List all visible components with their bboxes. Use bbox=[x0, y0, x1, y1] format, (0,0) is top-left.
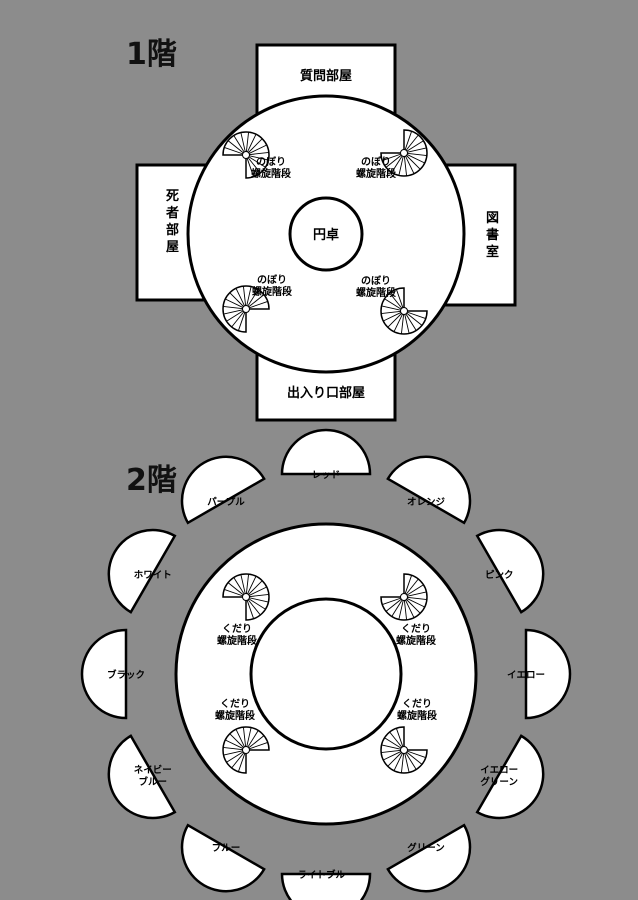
room-6[interactable]: ライトブルー bbox=[280, 869, 372, 900]
room-label-11: パープル bbox=[207, 496, 245, 508]
floor-1-stair-top-right-label: のぼり螺旋階段 bbox=[356, 155, 396, 180]
floor-1: 1階 質問部屋 死者部屋 図書室 出入り口部屋 円卓 のぼり螺旋階段のぼり螺旋階… bbox=[126, 37, 517, 422]
room-7[interactable]: ブルー bbox=[166, 823, 266, 900]
floor-2-stair-top-right[interactable] bbox=[380, 573, 428, 621]
room-label-10: ホワイト bbox=[134, 570, 172, 581]
floor-1-stair-top-right[interactable] bbox=[380, 129, 428, 177]
room-8[interactable]: ネイビーブルー bbox=[93, 734, 177, 834]
room-9[interactable]: ブラック bbox=[80, 628, 145, 720]
room-label-4: イエローグリーン bbox=[480, 765, 518, 788]
floor-2-stair-bottom-left-label: くだり螺旋階段 bbox=[215, 698, 255, 722]
floor-2-stair-bottom-right[interactable] bbox=[380, 726, 428, 774]
room-label-1: オレンジ bbox=[407, 497, 446, 508]
room-11[interactable]: パープル bbox=[166, 441, 266, 525]
room-10[interactable]: ホワイト bbox=[93, 514, 177, 614]
floor-2-stair-top-left-label: くだり螺旋階段 bbox=[217, 623, 257, 647]
floor-2-stair-bottom-right-label: くだり螺旋階段 bbox=[397, 698, 437, 722]
room-4[interactable]: イエローグリーン bbox=[475, 734, 559, 834]
room-label-8: ネイビーブルー bbox=[134, 764, 172, 788]
room-1[interactable]: オレンジ bbox=[386, 441, 486, 525]
room-label-5: グリーン bbox=[407, 842, 445, 854]
room-label-9: ブラック bbox=[107, 669, 145, 681]
room-label-3: イエロー bbox=[507, 670, 545, 681]
room-0[interactable]: レッド bbox=[280, 428, 372, 481]
room-5[interactable]: グリーン bbox=[386, 823, 486, 900]
floor-1-title: 1階 bbox=[126, 37, 177, 72]
floor-2-stair-top-left[interactable] bbox=[222, 573, 270, 621]
room-label-0: レッド bbox=[312, 470, 341, 481]
floor-2-atrium bbox=[249, 597, 403, 751]
floor-2-stair-bottom-left[interactable] bbox=[222, 726, 270, 774]
entrance-room-label: 出入り口部屋 bbox=[287, 385, 365, 401]
floor-2-stair-top-right-label: くだり螺旋階段 bbox=[396, 623, 436, 647]
floor-1-stair-top-left-label: のぼり螺旋階段 bbox=[251, 155, 291, 180]
floor-1-stair-bottom-left-label: のぼり螺旋階段 bbox=[252, 273, 292, 298]
round-table[interactable] bbox=[288, 196, 364, 272]
round-table-label: 円卓 bbox=[313, 227, 339, 243]
room-label-7: ブルー bbox=[212, 842, 241, 854]
room-label-6: ライトブルー bbox=[297, 869, 354, 881]
room-label-2: ピンク bbox=[485, 569, 514, 581]
room-2[interactable]: ピンク bbox=[475, 514, 559, 614]
question-room-label: 質問部屋 bbox=[300, 68, 352, 84]
floor-1-stair-bottom-right-label: のぼり螺旋階段 bbox=[356, 274, 396, 299]
floor-1-stair-bottom-right[interactable] bbox=[380, 287, 428, 335]
room-3[interactable]: イエロー bbox=[507, 628, 572, 720]
floor-1-stair-bottom-left[interactable] bbox=[222, 285, 270, 333]
dead-room-label: 死者部屋 bbox=[165, 189, 179, 255]
library-room-label: 図書室 bbox=[486, 211, 499, 260]
floor-2-title: 2階 bbox=[126, 463, 177, 498]
floor-1-stair-top-left[interactable] bbox=[222, 131, 270, 179]
